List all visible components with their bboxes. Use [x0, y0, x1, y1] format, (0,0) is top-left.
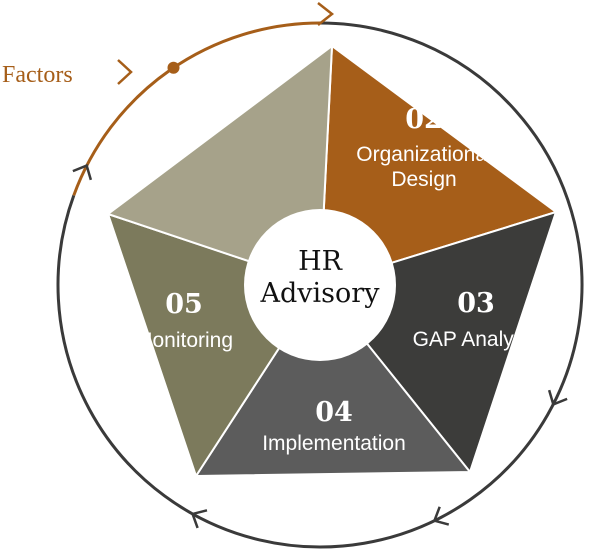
ring-chevron-icon: [72, 163, 93, 181]
center-title-line1: HR: [298, 246, 343, 277]
ring-chevron-icon: [190, 509, 208, 529]
center-circle: [244, 209, 396, 361]
ring-chevron-icon: [432, 506, 450, 526]
segment-02-label-line-1: Organizational: [356, 143, 491, 166]
segment-02-label-line-2: Design: [391, 168, 456, 191]
ring-start-dot: [167, 61, 180, 74]
segment-05-label-line-1: Monitoring: [135, 329, 233, 352]
factors-callout: Factors: [2, 59, 133, 88]
segment-04-label-line-1: Implementation: [262, 432, 406, 455]
segment-05-number: 05: [165, 289, 203, 320]
center-title-line2: Advisory: [260, 278, 381, 309]
segment-02-number: 02: [405, 104, 443, 135]
outer-ring: [56, 2, 584, 549]
factors-chevron-icon: [117, 59, 133, 85]
outer-ring-dark-arc: [56, 21, 584, 549]
center-hub: HR Advisory: [244, 209, 396, 361]
ring-chevron-icon: [547, 389, 568, 407]
factors-label: Factors: [2, 62, 73, 88]
segment-04-number: 04: [315, 397, 353, 428]
ring-top-chevron-icon: [317, 2, 335, 26]
segment-03-label-line-1: GAP Analysis: [413, 328, 540, 351]
segment-03-number: 03: [457, 288, 495, 319]
